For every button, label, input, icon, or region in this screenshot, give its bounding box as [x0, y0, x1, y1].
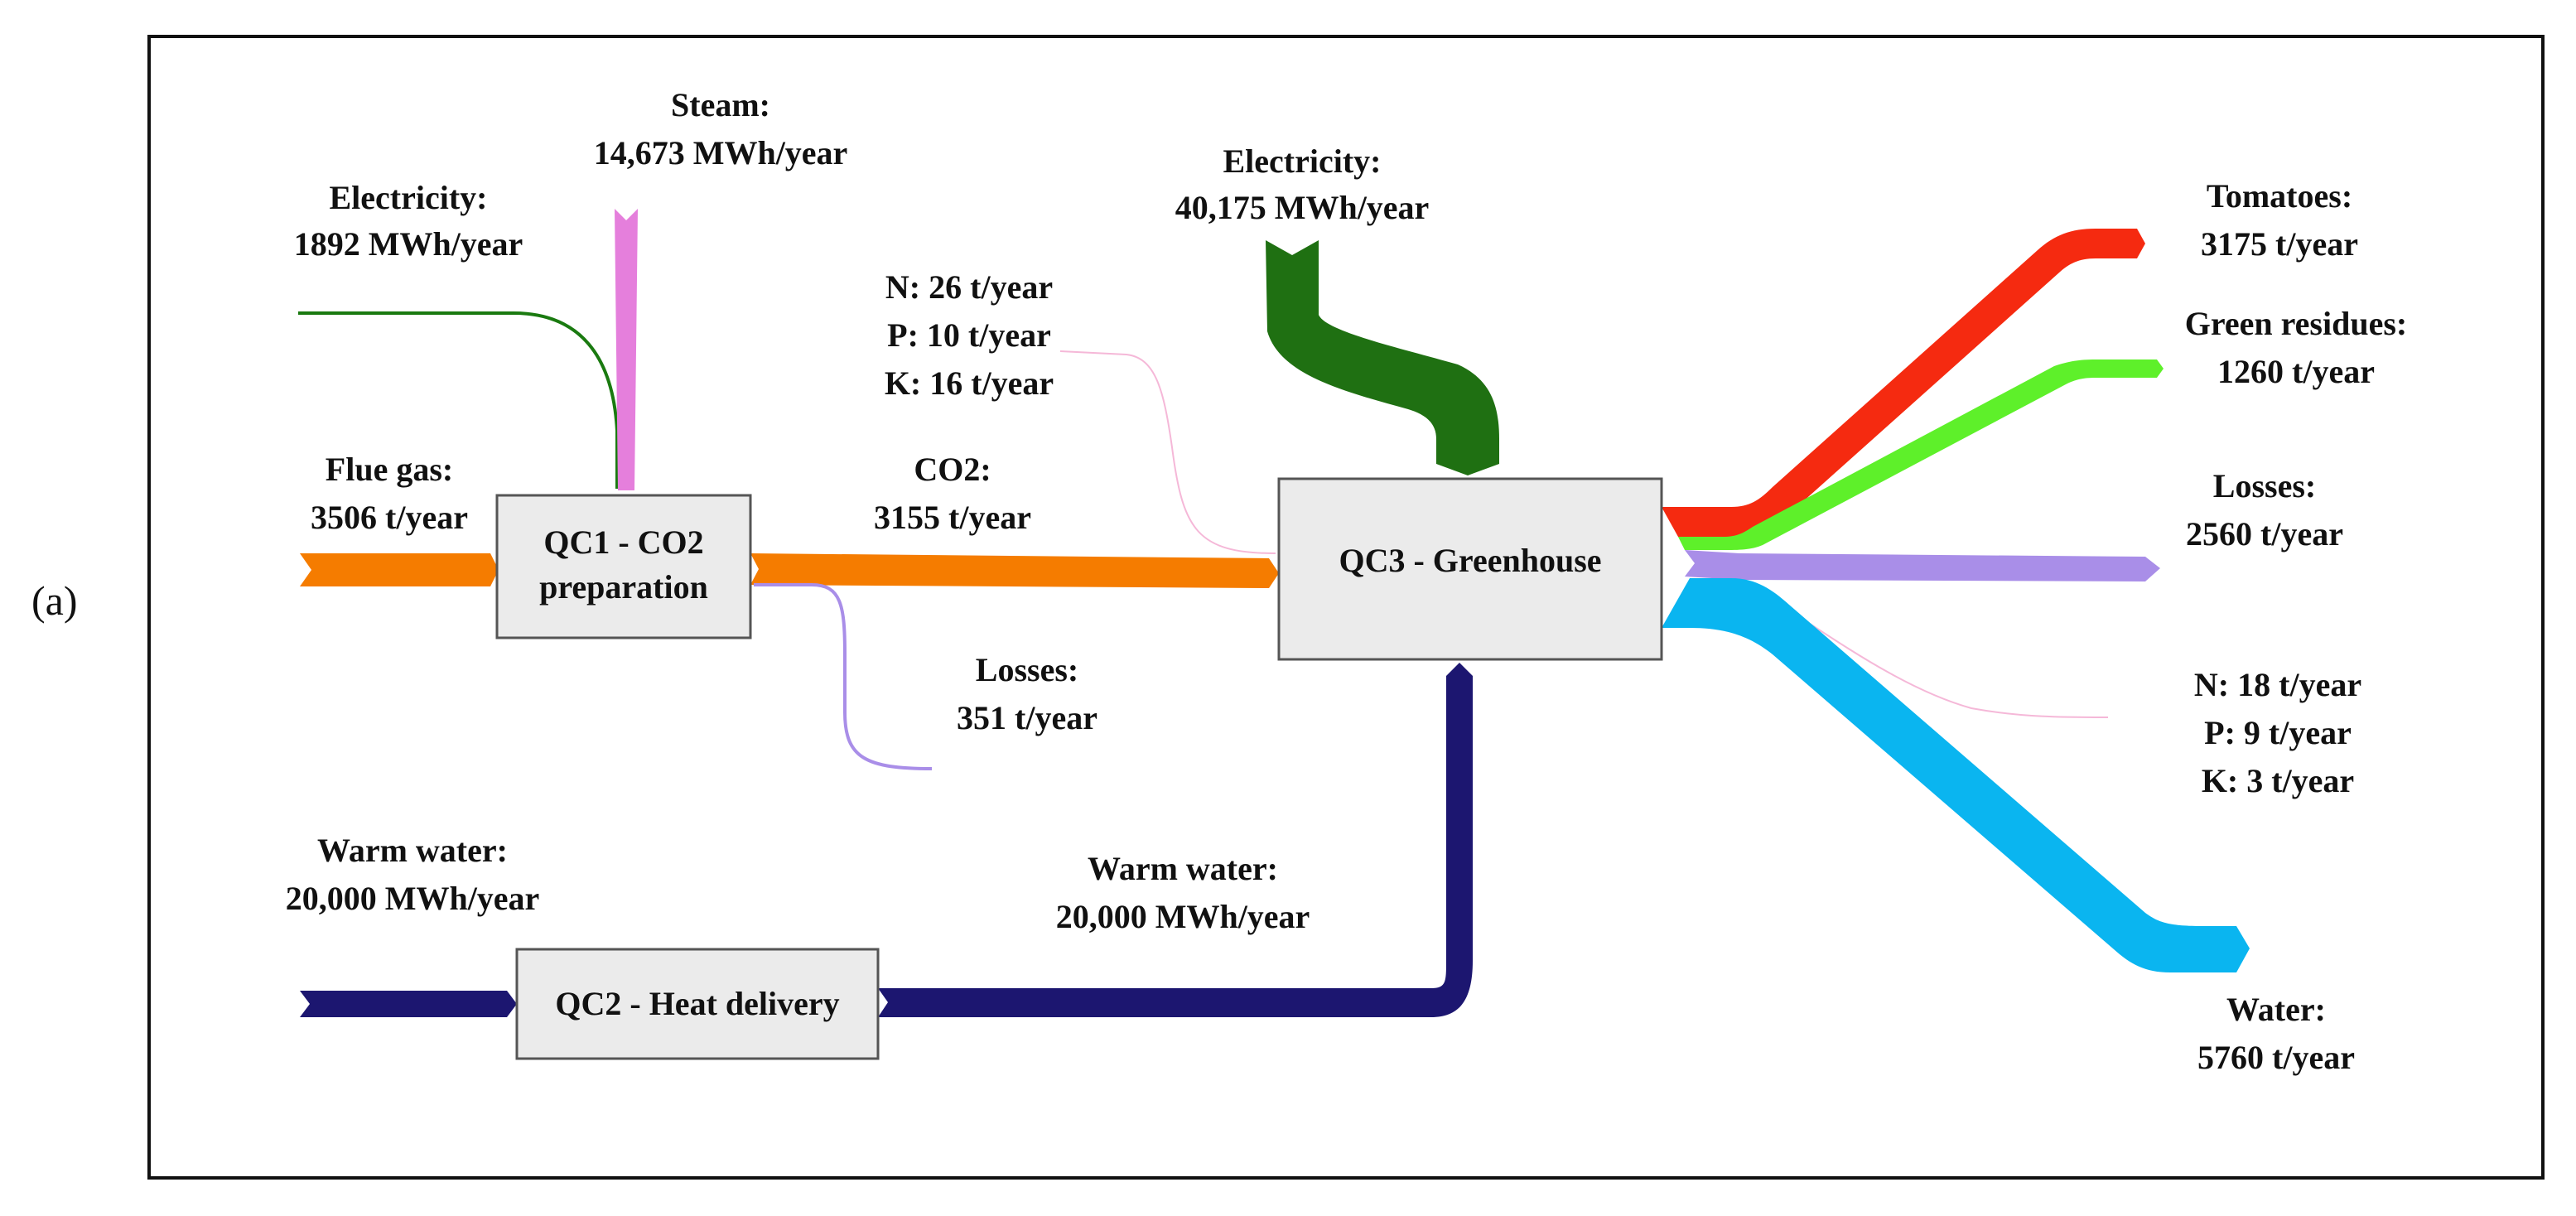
flow-losses-qc1 — [754, 583, 933, 770]
flow-losses-qc3 — [1685, 550, 2160, 581]
flow-co2 — [750, 553, 1279, 588]
flow-steam — [615, 209, 638, 490]
label-losses-qc1-value: 351 t/year — [957, 699, 1097, 736]
node-qc2: QC2 - Heat delivery — [515, 948, 880, 1060]
label-electricity-qc1-value: 1892 MWh/year — [294, 225, 523, 263]
label-warm-water-out-name: Warm water: — [1088, 850, 1278, 887]
flow-electricity-qc3 — [1266, 240, 1499, 475]
label-losses-qc3-value: 2560 t/year — [2186, 515, 2343, 553]
qc2-label: QC2 - Heat delivery — [555, 985, 839, 1022]
flow-green-residues — [1678, 359, 2164, 550]
node-qc1: QC1 - CO2 preparation — [495, 494, 752, 639]
label-losses-qc3-name: Losses: — [2213, 467, 2316, 504]
qc2-box — [515, 948, 880, 1060]
flow-warm-water-in — [300, 991, 517, 1017]
label-green-residues-value: 1260 t/year — [2217, 353, 2375, 390]
flow-flue-gas — [300, 553, 499, 586]
label-nutrients-out-p: P: 9 t/year — [2204, 714, 2352, 751]
qc1-box — [495, 494, 752, 639]
label-nutrients-in-n: N: 26 t/year — [885, 268, 1053, 306]
label-flue-gas-value: 3506 t/year — [311, 499, 468, 536]
label-nutrients-out-n: N: 18 t/year — [2194, 666, 2361, 703]
label-nutrients-in-k: K: 16 t/year — [885, 364, 1054, 402]
label-warm-water-out-value: 20,000 MWh/year — [1056, 898, 1310, 935]
label-nutrients-in-p: P: 10 t/year — [887, 316, 1051, 354]
flow-nutrients-in — [1059, 350, 1276, 554]
label-steam-value: 14,673 MWh/year — [594, 134, 848, 171]
label-steam-name: Steam: — [671, 86, 770, 123]
label-electricity-qc3-name: Electricity: — [1223, 142, 1382, 180]
diagram-frame — [147, 35, 2545, 1180]
label-tomatoes-value: 3175 t/year — [2201, 225, 2358, 263]
node-qc3: QC3 - Greenhouse — [1277, 477, 1663, 661]
flow-tomatoes — [1662, 229, 2145, 537]
label-water-value: 5760 t/year — [2197, 1039, 2355, 1076]
qc1-label-line1: QC1 - CO2 — [543, 524, 703, 561]
qc3-box — [1277, 477, 1663, 661]
label-electricity-qc3-value: 40,175 MWh/year — [1175, 189, 1430, 226]
qc1-label-line2: preparation — [539, 568, 708, 606]
label-electricity-qc1-name: Electricity: — [330, 179, 488, 216]
label-flue-gas-name: Flue gas: — [326, 451, 453, 488]
panel-label: (a) — [31, 577, 78, 624]
label-co2-value: 3155 t/year — [874, 499, 1031, 536]
label-warm-water-in-value: 20,000 MWh/year — [286, 880, 540, 917]
label-losses-qc1-name: Losses: — [976, 651, 1078, 688]
flow-water — [1662, 578, 2250, 972]
qc3-label: QC3 - Greenhouse — [1339, 542, 1601, 579]
label-water-name: Water: — [2226, 991, 2326, 1028]
flow-electricity-qc1 — [298, 311, 619, 489]
label-co2-name: CO2: — [914, 451, 991, 488]
label-tomatoes-name: Tomatoes: — [2207, 177, 2352, 215]
label-nutrients-out-k: K: 3 t/year — [2202, 762, 2354, 799]
label-green-residues-name: Green residues: — [2185, 305, 2408, 342]
label-warm-water-in-name: Warm water: — [317, 832, 508, 869]
